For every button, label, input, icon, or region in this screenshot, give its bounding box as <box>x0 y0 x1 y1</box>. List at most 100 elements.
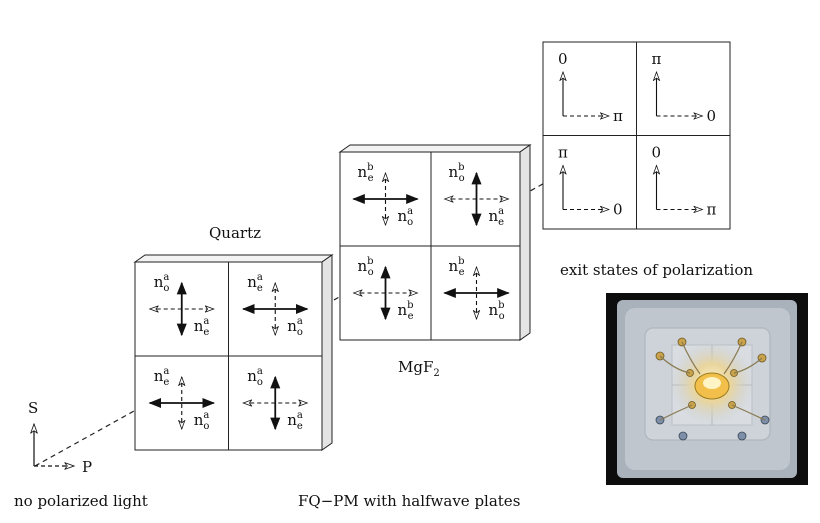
index-top-label-base: n <box>449 257 459 275</box>
index-top-label-base: n <box>449 163 459 181</box>
device-photo <box>606 293 808 485</box>
index-side-label-sup: b <box>407 300 413 311</box>
exit-cell: 0π <box>652 144 717 219</box>
index-top-label-sup: b <box>367 256 373 267</box>
axis-s-label: S <box>28 399 38 417</box>
exit-phase-right: 0 <box>613 201 623 219</box>
index-top-label-sup: b <box>458 162 464 173</box>
input-axes: S P <box>28 399 92 476</box>
exit-phase-right: 0 <box>707 107 717 125</box>
exit-phase-top: 0 <box>558 50 568 68</box>
mgf2-label-sub: 2 <box>433 368 439 379</box>
index-top-label-sub: o <box>368 267 374 278</box>
index-top-label-base: n <box>358 257 368 275</box>
index-top-label-sub: e <box>257 283 263 294</box>
index-side-label-base: n <box>398 207 408 225</box>
index-side-label-base: n <box>489 207 499 225</box>
exit-cell: π0 <box>558 144 623 219</box>
mgf2-label: MgF2 <box>398 358 440 379</box>
index-top-label-base: n <box>154 273 164 291</box>
index-side-label-sup: a <box>498 206 504 217</box>
index-top-label-sup: b <box>458 256 464 267</box>
index-side-label-sup: a <box>297 410 303 421</box>
index-side-label-sup: a <box>407 206 413 217</box>
index-top-label-sup: a <box>163 272 169 283</box>
exit-phase-right: π <box>613 107 623 125</box>
index-top-label-base: n <box>154 367 164 385</box>
index-top-label-sub: e <box>368 173 374 184</box>
index-side-label-base: n <box>489 301 499 319</box>
index-side-label-sub: o <box>203 421 209 432</box>
index-side-label-sup: b <box>498 300 504 311</box>
fq-pm-label: FQ−PM with halfwave plates <box>298 492 520 510</box>
index-side-label-sub: e <box>297 421 303 432</box>
index-side-label-sub: e <box>498 217 504 228</box>
index-side-label-base: n <box>194 317 204 335</box>
index-side-label-sub: e <box>408 311 414 322</box>
index-top-label-base: n <box>358 163 368 181</box>
exit-cell: π0 <box>652 50 717 125</box>
index-side-label-sub: e <box>203 327 209 338</box>
index-top-label-sup: a <box>257 366 263 377</box>
exit-phase-top: π <box>558 144 568 162</box>
index-side-label-base: n <box>287 317 297 335</box>
index-side-label-sup: a <box>203 410 209 421</box>
exit-states-label: exit states of polarization <box>560 261 753 279</box>
axis-p-label: P <box>82 458 92 476</box>
exit-cell: 0π <box>558 50 623 125</box>
index-side-label-sup: a <box>203 316 209 327</box>
light-beam-line <box>34 129 641 467</box>
index-side-label-base: n <box>287 411 297 429</box>
quartz-label: Quartz <box>209 224 261 242</box>
index-side-label-base: n <box>398 301 408 319</box>
index-side-label-sub: o <box>407 217 413 228</box>
index-top-label-sub: o <box>459 173 465 184</box>
index-top-label-base: n <box>247 273 257 291</box>
index-top-label-sup: a <box>257 272 263 283</box>
index-top-label-sub: e <box>163 377 169 388</box>
index-top-label-sub: e <box>459 267 465 278</box>
index-top-label-sub: o <box>257 377 263 388</box>
mgf2-label-base: MgF <box>398 358 433 376</box>
index-top-label-sub: o <box>163 283 169 294</box>
index-side-label-sup: a <box>297 316 303 327</box>
index-side-label-sub: o <box>499 311 505 322</box>
index-top-label-sup: b <box>367 162 373 173</box>
index-side-label-base: n <box>194 411 204 429</box>
no-polarized-label: no polarized light <box>14 492 148 510</box>
index-side-label-sub: o <box>297 327 303 338</box>
exit-phase-top: π <box>652 50 662 68</box>
exit-phase-right: π <box>707 201 717 219</box>
index-top-label-sup: a <box>163 366 169 377</box>
index-top-label-base: n <box>247 367 257 385</box>
exit-phase-top: 0 <box>652 144 662 162</box>
